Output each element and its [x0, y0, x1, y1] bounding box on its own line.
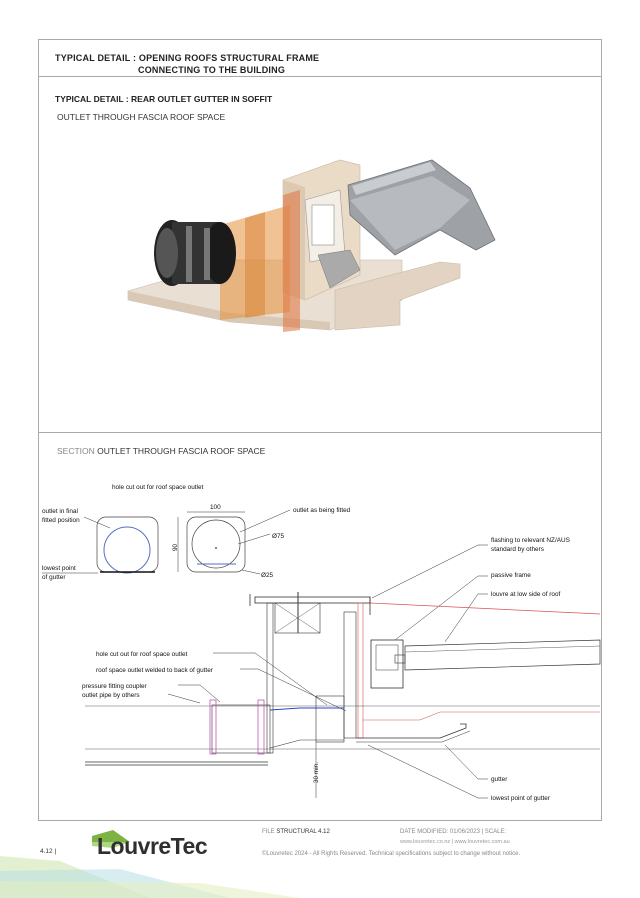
label-lowest-point-2: of gutter	[42, 574, 66, 581]
label-passive-frame: passive frame	[491, 572, 531, 579]
file-label: FILE	[262, 829, 275, 835]
label-outlet-final-2: fitted position	[42, 517, 80, 524]
label-coupler: pressure fitting coupler	[82, 683, 148, 690]
label-flashing-2: standard by others	[491, 546, 544, 553]
file-info: FILE STRUCTURAL 4.12	[262, 829, 330, 835]
copyright-notice: ©Louvretec 2024 - All Rights Reserved. T…	[262, 851, 521, 857]
label-hole-cut-top: hole cut out for roof space outlet	[112, 484, 204, 491]
outlet-fitting-box	[186, 516, 246, 573]
website-links: www.louvretec.co.nz | www.louvretec.com.…	[400, 839, 510, 845]
dim-30-min: 30 min.	[313, 762, 320, 783]
sheet-footer	[0, 821, 640, 898]
label-lowest-point-1: lowest point	[42, 565, 76, 572]
dim-d25: Ø25	[261, 572, 274, 579]
file-value: STRUCTURAL 4.12	[276, 829, 330, 835]
footer-wave-decoration	[0, 856, 300, 898]
detail-subtitle: OUTLET THROUGH FASCIA ROOF SPACE	[57, 112, 226, 122]
header-title-line2: CONNECTING TO THE BUILDING	[138, 65, 286, 75]
section-heading: SECTION OUTLET THROUGH FASCIA ROOF SPACE	[57, 446, 265, 456]
label-hole-cut: hole cut out for roof space outlet	[96, 651, 188, 658]
label-outlet-pipe: outlet pipe by others	[82, 692, 140, 699]
section-title: OUTLET THROUGH FASCIA ROOF SPACE	[97, 446, 266, 456]
drawing-sheet: TYPICAL DETAIL : OPENING ROOFS STRUCTURA…	[38, 39, 602, 821]
section-prefix: SECTION	[57, 446, 95, 456]
section-divider	[39, 432, 601, 433]
outlet-fitting-circle	[191, 519, 241, 569]
label-louvre: louvre at low side of roof	[491, 591, 560, 598]
label-lowest-point-gutter: lowest point of gutter	[491, 795, 551, 802]
label-welded: roof space outlet welded to back of gutt…	[96, 667, 214, 674]
dim-90: 90	[172, 543, 179, 551]
brand-logo: LouvreTec	[97, 833, 208, 859]
label-flashing-1: flashing to relevant NZ/AUS	[491, 537, 570, 544]
sheet-header: TYPICAL DETAIL : OPENING ROOFS STRUCTURA…	[39, 40, 601, 77]
label-outlet-being-fitted: outlet as being fitted	[293, 507, 351, 514]
detail-title: TYPICAL DETAIL : REAR OUTLET GUTTER IN S…	[55, 94, 273, 104]
page-number-value: 4.12	[40, 848, 53, 855]
page-number: 4.12 |	[40, 848, 57, 855]
outlet-final-circle	[103, 526, 151, 574]
label-gutter: gutter	[491, 776, 508, 783]
header-title-line1: TYPICAL DETAIL : OPENING ROOFS STRUCTURA…	[55, 53, 320, 63]
dim-100: 100	[210, 504, 221, 511]
dim-d75: Ø75	[272, 533, 285, 540]
date-modified: DATE MODIFIED: 01/06/2023 | SCALE:	[400, 829, 507, 835]
label-outlet-final-1: outlet in final	[42, 508, 78, 515]
